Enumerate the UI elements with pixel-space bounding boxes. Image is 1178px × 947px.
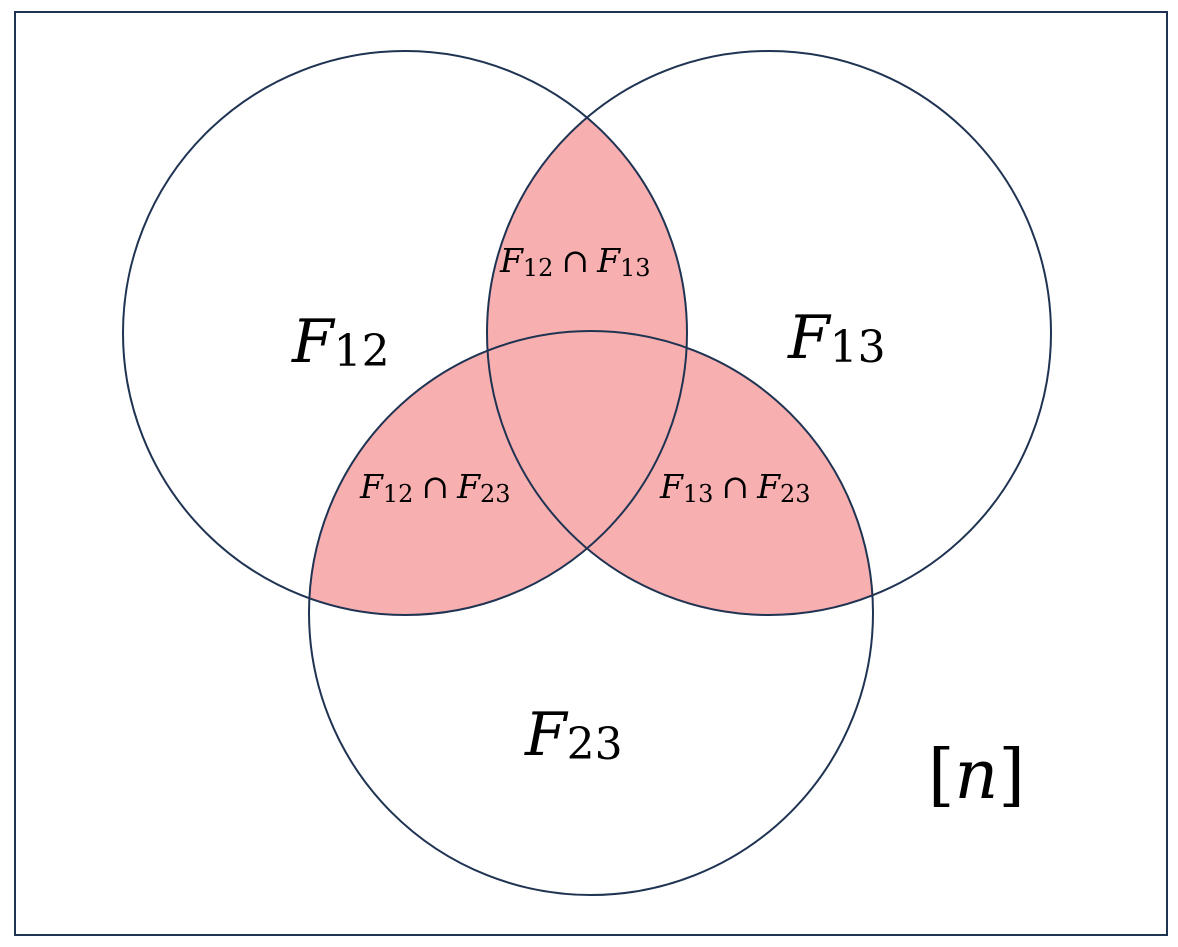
- circle-outlines: [122, 50, 1052, 896]
- universe-border: [14, 11, 1168, 936]
- label-f12-cap-f13: F12∩F13: [499, 241, 651, 282]
- circle-f13: [486, 50, 1052, 616]
- label-f12-cap-f23: F12∩F23: [359, 467, 511, 508]
- circle-f12: [122, 50, 688, 616]
- circle-f23: [308, 330, 874, 896]
- label-f12: F12: [291, 307, 390, 377]
- label-f23: F23: [524, 700, 623, 770]
- label-universe: [n]: [928, 736, 1025, 815]
- label-f13: F13: [787, 303, 886, 373]
- label-f13-cap-f23: F13∩F23: [659, 467, 811, 508]
